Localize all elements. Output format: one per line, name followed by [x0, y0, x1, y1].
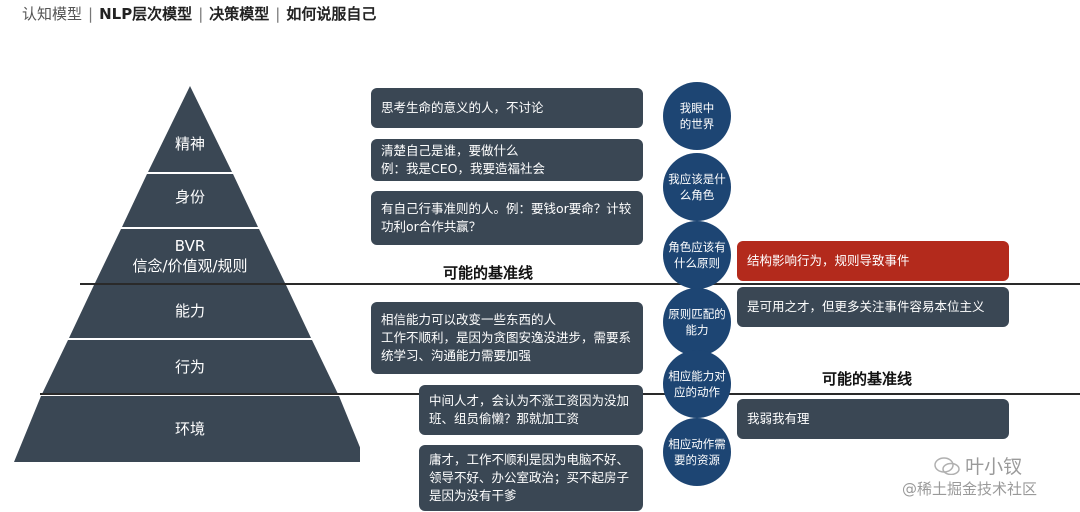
desc-box-spirit: 思考生命的意义的人，不讨论 — [371, 88, 643, 128]
desc-line: 庸才，工作不顺利是因为电脑不好、 — [429, 452, 630, 467]
desc-line: 班、组员偷懒？那就加工资 — [429, 411, 580, 426]
watermark-logo: 叶小钗 — [934, 452, 1022, 479]
desc-line: 中间人才，会认为不涨工资因为没加 — [429, 393, 630, 408]
desc-line: 有自己行事准则的人。例：要钱or要命？计较 — [381, 201, 632, 216]
circle-resources: 相应动作需 要的资源 — [663, 418, 731, 486]
crumb-nlp-model[interactable]: NLP层次模型 — [99, 5, 193, 23]
crumb-persuade-self[interactable]: 如何说服自己 — [286, 5, 377, 23]
watermark-site: @稀土掘金技术社区 — [902, 480, 1038, 498]
pyramid-tier-identity — [122, 174, 258, 227]
right-box-text: 结构影响行为，规则导致事件 — [747, 253, 910, 268]
tier-label-bvr: BVR — [174, 237, 206, 255]
circle-world-view: 我眼中 的世界 — [663, 82, 731, 150]
circle-line: 么角色 — [679, 188, 715, 202]
desc-line: 例：我是CEO，我要造福社会 — [381, 161, 545, 176]
desc-line: 是因为没有干爹 — [429, 488, 517, 503]
desc-box-bvr: 有自己行事准则的人。例：要钱or要命？计较 功利or合作共赢？ — [371, 191, 643, 245]
baseline-label-upper: 可能的基准线 — [443, 264, 534, 282]
circle-line: 什么原则 — [674, 256, 720, 270]
pyramid-tier-behavior — [42, 340, 338, 394]
circle-line: 我眼中 — [679, 101, 715, 115]
right-box-weak-justified: 我弱我有理 — [737, 399, 1009, 439]
circle-ability: 原则匹配的 能力 — [663, 288, 731, 356]
desc-box-identity: 清楚自己是谁，要做什么 例：我是CEO，我要造福社会 — [371, 139, 643, 181]
circle-role: 我应该是什 么角色 — [663, 153, 731, 221]
pyramid-tier-spirit — [148, 86, 232, 172]
tier-label-identity: 身份 — [174, 188, 205, 206]
right-box-text: 我弱我有理 — [747, 411, 810, 426]
crumb-decision-model[interactable]: 决策模型 — [209, 5, 270, 23]
circle-line: 相应能力对 — [668, 369, 726, 383]
tier-label-spirit: 精神 — [174, 135, 205, 153]
circle-principles: 角色应该有 什么原则 — [663, 221, 731, 289]
right-box-structure-rules: 结构影响行为，规则导致事件 — [737, 241, 1009, 281]
desc-box-environment: 庸才，工作不顺利是因为电脑不好、 领导不好、办公室政治；买不起房子 是因为没有干… — [419, 445, 643, 511]
desc-line: 领导不好、办公室政治；买不起房子 — [429, 470, 630, 485]
desc-line: 清楚自己是谁，要做什么 — [381, 143, 519, 158]
tier-label-ability: 能力 — [174, 302, 205, 320]
circle-line: 相应动作需 — [668, 437, 726, 451]
tier-label-environment: 环境 — [174, 420, 205, 438]
crumb-separator: | — [275, 5, 281, 23]
right-box-usable-talent: 是可用之才，但更多关注事件容易本位主义 — [737, 287, 1009, 327]
pyramid-tier-environment — [14, 396, 360, 462]
watermark-author: 叶小钗 — [965, 456, 1023, 478]
circle-line: 原则匹配的 — [668, 307, 726, 321]
circle-line: 应的动作 — [674, 385, 720, 399]
breadcrumb: 认知模型 | NLP层次模型 | 决策模型 | 如何说服自己 — [22, 4, 376, 24]
circle-line: 能力 — [685, 323, 709, 337]
pyramid-tier-ability — [69, 285, 311, 338]
baseline-line-upper — [80, 283, 1080, 285]
circle-line: 要的资源 — [674, 453, 720, 467]
desc-line: 统学习、沟通能力需要加强 — [381, 348, 532, 363]
nlp-pyramid — [14, 86, 360, 462]
circle-line: 我应该是什 — [668, 172, 726, 186]
baseline-label-lower: 可能的基准线 — [822, 370, 913, 388]
crumb-cognitive-model[interactable]: 认知模型 — [22, 5, 83, 23]
tier-label-behavior: 行为 — [174, 358, 205, 376]
wechat-icon — [934, 456, 960, 475]
crumb-separator: | — [198, 5, 204, 23]
circle-line: 的世界 — [679, 117, 715, 131]
desc-line: 思考生命的意义的人，不讨论 — [381, 100, 544, 115]
desc-box-behavior: 中间人才，会认为不涨工资因为没加 班、组员偷懒？那就加工资 — [419, 385, 643, 435]
pyramid-tier-bvr — [95, 229, 285, 283]
crumb-separator: | — [88, 5, 94, 23]
desc-line: 工作不顺利，是因为贪图安逸没进步，需要系 — [381, 330, 632, 345]
tier-label-bvr-sub: 信念/价值观/规则 — [132, 257, 248, 275]
desc-box-ability: 相信能力可以改变一些东西的人 工作不顺利，是因为贪图安逸没进步，需要系 统学习、… — [371, 302, 643, 374]
circle-line: 角色应该有 — [668, 240, 726, 254]
desc-line: 相信能力可以改变一些东西的人 — [381, 312, 557, 327]
right-box-text: 是可用之才，但更多关注事件容易本位主义 — [747, 299, 985, 314]
desc-line: 功利or合作共赢？ — [381, 219, 482, 234]
circle-action: 相应能力对 应的动作 — [663, 350, 731, 418]
